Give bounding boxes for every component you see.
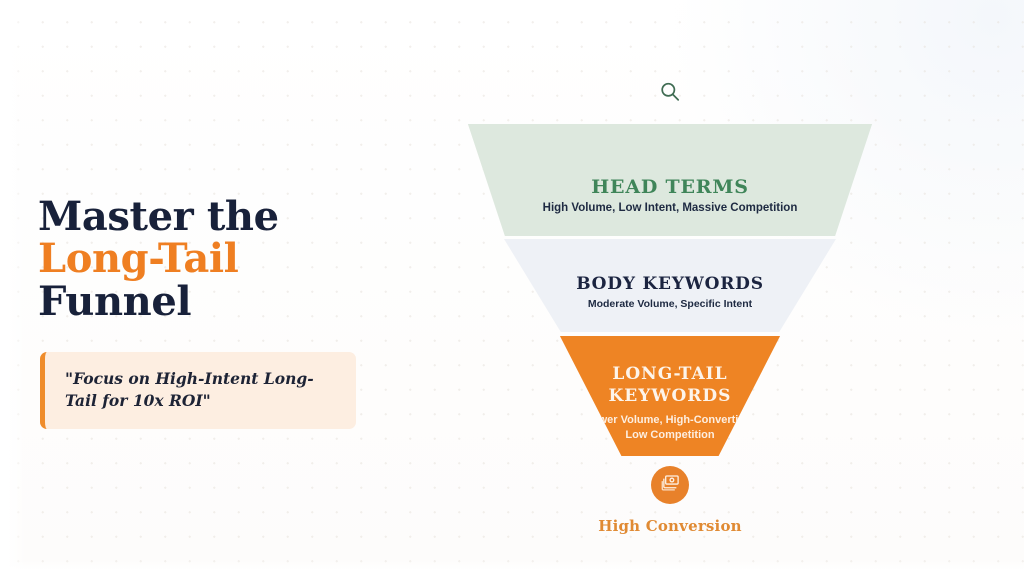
headline-line-3: Funnel — [38, 277, 192, 325]
segment-subtitle: Lower Volume, High-Converting, Low Compe… — [585, 413, 755, 443]
segment-subtitle-line-2: Low Competition — [625, 429, 715, 442]
headline-line-1: Master the — [38, 193, 279, 240]
quote-text: "Focus on High-Intent Long-Tail for 10x … — [65, 369, 314, 410]
funnel-segment-head-terms[interactable]: HEAD TERMS High Volume, Low Intent, Mass… — [467, 124, 873, 236]
headline-line-2-accent: Long-Tail — [38, 235, 239, 283]
funnel-segment-stack: HEAD TERMS High Volume, Low Intent, Mass… — [455, 124, 885, 456]
bottom-edge-fade — [0, 560, 1024, 576]
segment-title: BODY KEYWORDS — [576, 273, 764, 294]
money-icon — [660, 472, 681, 498]
search-icon-container — [455, 80, 885, 109]
left-content-column: Master the Long-Tail Funnel — [38, 193, 398, 325]
conversion-marker: High Conversion — [455, 466, 885, 535]
segment-title-line-2: KEYWORDS — [608, 386, 732, 407]
money-icon-badge[interactable] — [651, 466, 689, 504]
segment-subtitle: Moderate Volume, Specific Intent — [587, 297, 753, 310]
funnel-segment-long-tail-keywords[interactable]: LONG-TAIL KEYWORDS Lower Volume, High-Co… — [559, 336, 781, 456]
segment-title: LONG-TAIL KEYWORDS — [609, 363, 732, 407]
conversion-label: High Conversion — [598, 517, 742, 535]
segment-subtitle: High Volume, Low Intent, Massive Competi… — [542, 202, 798, 214]
search-icon — [658, 80, 682, 109]
segment-title: HEAD TERMS — [591, 176, 749, 198]
page-title: Master the Long-Tail Funnel — [38, 193, 398, 325]
segment-title-line-1: LONG-TAIL — [612, 364, 728, 385]
quote-callout-box: "Focus on High-Intent Long-Tail for 10x … — [40, 352, 356, 429]
funnel-diagram: HEAD TERMS High Volume, Low Intent, Mass… — [455, 66, 885, 556]
left-edge-fade — [0, 0, 26, 576]
funnel-segment-body-keywords[interactable]: BODY KEYWORDS Moderate Volume, Specific … — [504, 239, 836, 332]
segment-subtitle-line-1: Lower Volume, High-Converting, — [585, 414, 755, 427]
